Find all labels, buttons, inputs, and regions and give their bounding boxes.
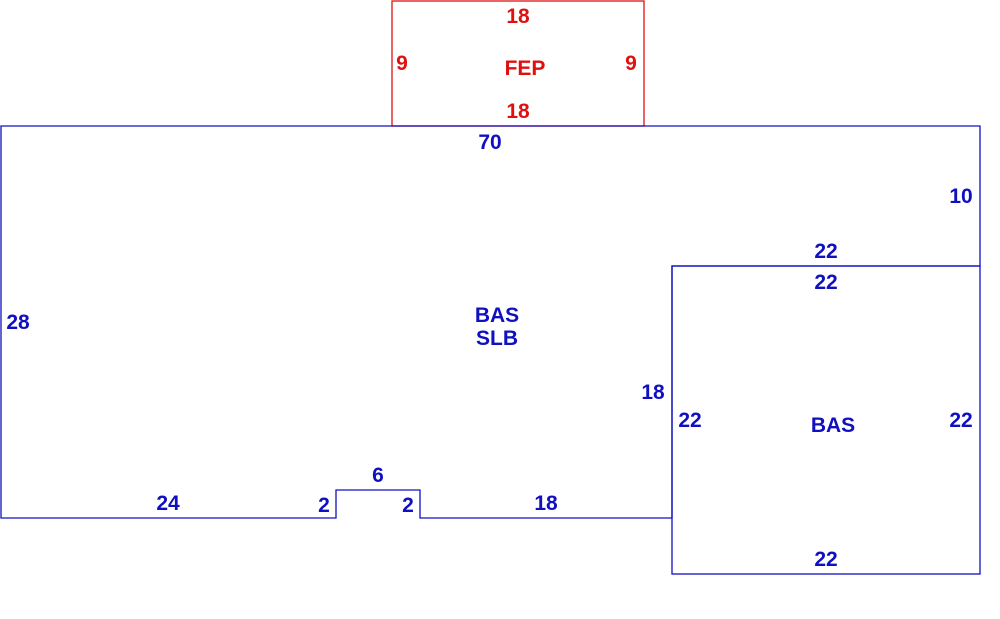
main-bottom-right-dimension: 18 xyxy=(534,492,558,515)
fep-top-dimension: 18 xyxy=(506,5,530,28)
fep-left-dimension: 9 xyxy=(396,52,408,75)
addition-outline xyxy=(671,265,981,575)
main-right-upper-dimension: 10 xyxy=(949,185,972,208)
fep-bottom-dimension: 18 xyxy=(506,100,530,123)
addition-bottom-dimension: 22 xyxy=(814,548,837,571)
addition-name-label: BAS xyxy=(811,414,855,437)
addition-left-dimension: 22 xyxy=(678,409,701,432)
fep-right-dimension: 9 xyxy=(625,52,637,75)
main-bottom-left-dimension: 24 xyxy=(156,492,180,515)
main-left-dimension: 28 xyxy=(6,311,30,334)
main-top-dimension: 70 xyxy=(478,131,501,154)
main-area-outline xyxy=(0,125,981,519)
addition-top-dimension: 22 xyxy=(814,271,837,294)
main-notch-top-dimension: 6 xyxy=(372,464,384,487)
main-name-line1: BAS xyxy=(475,304,519,327)
main-name-line2: SLB xyxy=(476,327,518,350)
fep-name-label: FEP xyxy=(505,57,546,80)
main-notch-left-dimension: 2 xyxy=(318,494,330,517)
addition-right-dimension: 22 xyxy=(949,409,972,432)
main-notch-right-dimension: 2 xyxy=(402,494,414,517)
main-step-horizontal-dimension: 22 xyxy=(814,240,837,263)
main-step-vertical-dimension: 18 xyxy=(641,381,665,404)
